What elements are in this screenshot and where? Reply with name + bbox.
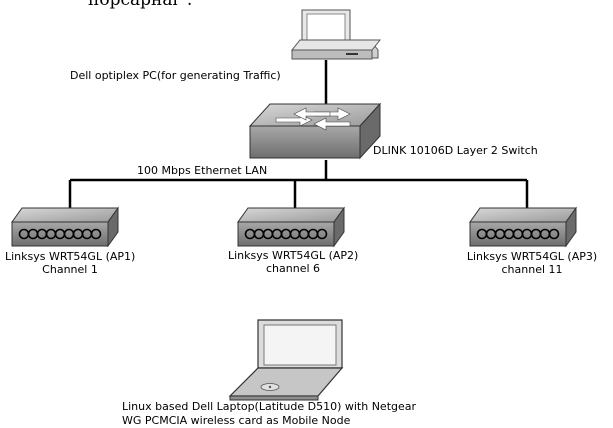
ap3-name: Linksys WRT54GL (AP3) [466,250,598,263]
ap2-channel: channel 6 [265,262,321,275]
laptop-icon [228,319,344,401]
ap1-label: Linksys WRT54GL (AP1) Channel 1 [5,250,135,276]
access-point-icon-ap2 [237,206,345,248]
desktop-pc-icon [290,9,382,60]
ap2-name: Linksys WRT54GL (AP2) [228,249,359,262]
ap3-channel: channel 11 [501,263,563,276]
ap1-name: Linksys WRT54GL (AP1) [5,250,136,263]
laptop-label-line2: WG PCMCIA wireless card as Mobile Node [122,414,351,427]
ap1-channel: Channel 1 [42,263,98,276]
connection-lines [68,60,529,210]
access-point-icon-ap3 [469,206,577,248]
cut-off-heading-text: порсарнаг : [88,0,193,10]
pc-label: Dell optiplex PC(for generating Traffic) [70,69,281,82]
laptop-label-line1: Linux based Dell Laptop(Latitude D510) w… [122,400,417,413]
access-point-icon-ap1 [11,206,119,248]
ap2-label: Linksys WRT54GL (AP2) channel 6 [228,249,358,275]
switch-label: DLINK 10106D Layer 2 Switch [373,144,538,157]
lan-label: 100 Mbps Ethernet LAN [137,164,268,177]
ap3-label: Linksys WRT54GL (AP3) channel 11 [466,250,598,276]
network-switch-icon [248,102,382,160]
